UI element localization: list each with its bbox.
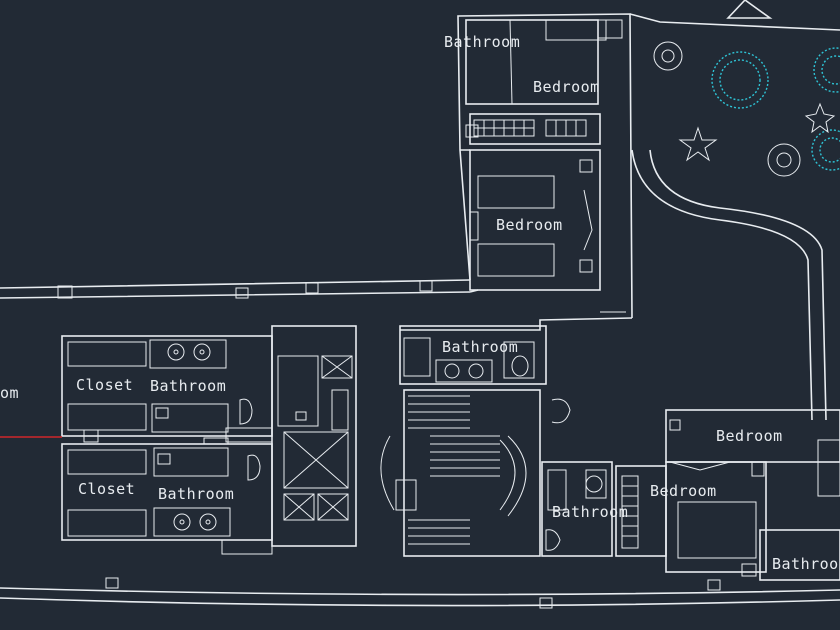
room-label: Bathroom: [552, 503, 628, 521]
room-label: Bathroom: [442, 338, 518, 356]
service-core: [271, 325, 357, 547]
column-markers: [57, 124, 721, 609]
room-labels: Bathroom Bedroom Bedroom Bathroom Closet…: [0, 33, 840, 573]
landscape-vegetation: [653, 41, 840, 177]
room-label: Closet: [76, 376, 133, 394]
room-label: Bathroom: [444, 33, 520, 51]
room-label: om: [0, 384, 19, 402]
room-label: Bathroom: [158, 485, 234, 503]
room-label: Bathroom: [150, 377, 226, 395]
right-lower-wing: [541, 409, 840, 581]
top-wing: [465, 19, 626, 313]
room-label: Bedroom: [650, 482, 717, 500]
exterior-walls: [0, 0, 840, 607]
room-label: Bedroom: [496, 216, 563, 234]
stair-core: [380, 325, 571, 557]
room-label: Closet: [78, 480, 135, 498]
room-label: Bedroom: [533, 78, 600, 96]
room-label: Bathroom: [772, 555, 840, 573]
room-label: Bedroom: [716, 427, 783, 445]
left-block: [61, 335, 273, 555]
